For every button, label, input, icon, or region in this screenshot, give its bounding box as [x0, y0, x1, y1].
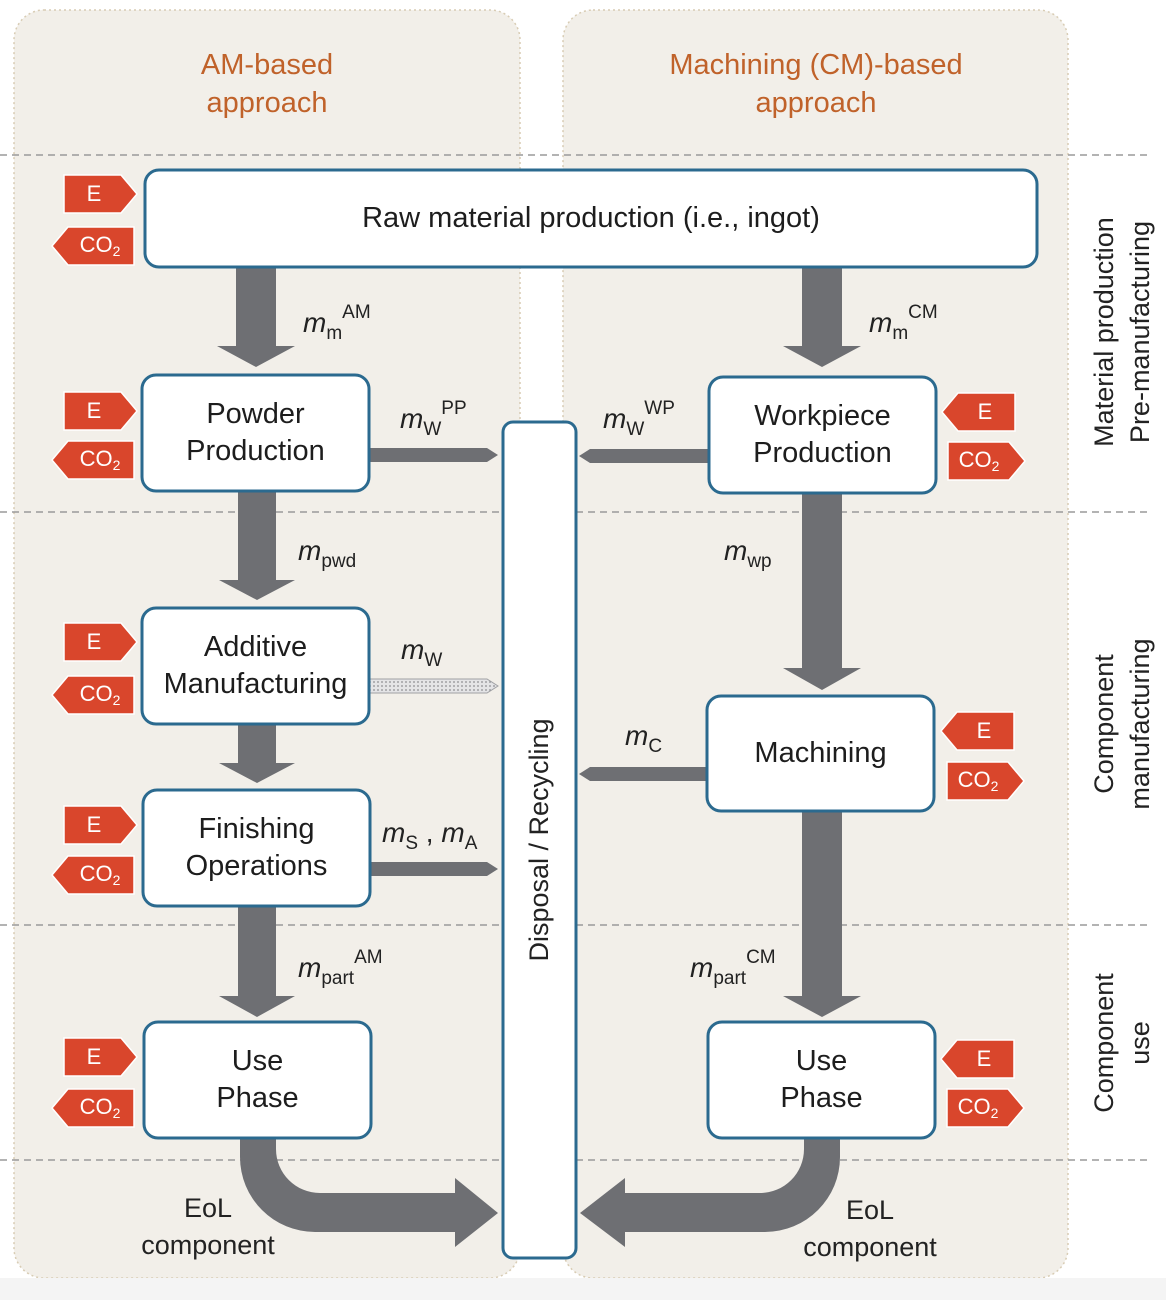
mass-flow-m-w: mW [401, 634, 443, 671]
mass-flow-m-wp: mwp [724, 535, 772, 572]
phase-label-material: Material production Pre-manufacturing [1089, 217, 1155, 447]
raw-material-box [143, 168, 1039, 269]
energy-tag-use-am [63, 1037, 138, 1077]
co2-label-use-am: CO2 [79, 1094, 121, 1121]
energy-label-use-cm: E [976, 1046, 992, 1071]
arrow-raw-to-powder [217, 266, 295, 367]
machining-label: Machining [754, 737, 887, 769]
co2-tag-finishing [51, 855, 135, 895]
arrow-workpiece-waste [579, 449, 708, 463]
eol-cm-label: EoL component [803, 1195, 937, 1262]
energy-label-powder: E [86, 398, 102, 423]
disposal-recycling-box [501, 420, 578, 1260]
workpiece-production-label: Workpiece Production [753, 400, 892, 469]
co2-tag-machining [946, 761, 1025, 801]
arrow-raw-to-workpiece [783, 266, 861, 367]
energy-label-workpiece: E [977, 399, 993, 424]
eol-am-label: EoL component [141, 1193, 275, 1260]
energy-tag-workpiece [941, 392, 1016, 432]
co2-label-raw: CO2 [79, 232, 121, 259]
workpiece-production-box [707, 375, 938, 495]
co2-tag-additive [51, 675, 135, 715]
mass-flow-m-part-cm: mpartCM [690, 947, 776, 989]
use-phase-am-box [142, 1020, 373, 1140]
additive-manufacturing-label: Additive Manufacturing [163, 631, 348, 700]
mass-flow-m-part-am: mpartAM [298, 947, 383, 989]
phase-label-component-use: Component use [1089, 973, 1155, 1113]
arrow-workpiece-to-machining [783, 493, 861, 690]
mass-flow-m-m-am: mmAM [303, 302, 371, 344]
energy-label-machining: E [976, 718, 992, 743]
energy-tag-raw [63, 174, 138, 214]
arrow-eol-am [240, 1137, 498, 1247]
mass-flow-m-w-wp: mWWP [603, 398, 675, 440]
finishing-operations-label: Finishing Operations [185, 813, 328, 882]
energy-tag-machining [940, 711, 1015, 751]
co2-tag-use-cm [946, 1088, 1025, 1128]
co2-label-machining: CO2 [957, 767, 999, 794]
energy-tag-finishing [63, 805, 138, 845]
energy-tag-use-cm [940, 1039, 1015, 1079]
am-column-title: AM-based approach [200, 49, 334, 119]
powder-production-label: Powder Production [186, 398, 325, 467]
co2-tag-powder [51, 440, 135, 480]
energy-label-finishing: E [86, 812, 102, 837]
arrow-eol-cm [580, 1137, 840, 1247]
co2-tag-use-am [51, 1088, 135, 1128]
disposal-recycling-label: Disposal / Recycling [524, 718, 554, 962]
co2-label-additive: CO2 [79, 681, 121, 708]
cm-column-title: Machining (CM)-based approach [669, 49, 963, 119]
raw-material-label: Raw material production (i.e., ingot) [362, 202, 820, 234]
additive-manufacturing-box [140, 606, 371, 726]
co2-tag-raw [51, 226, 135, 266]
mass-flow-m-c: mC [625, 720, 663, 757]
co2-label-workpiece: CO2 [958, 447, 1000, 474]
use-phase-am-label: Use Phase [216, 1045, 299, 1114]
arrow-additive-waste [369, 678, 499, 694]
phase-label-component-manufacturing: Component manufacturing [1089, 638, 1155, 810]
arrow-machining-to-use [783, 811, 861, 1017]
mass-flow-m-m-cm: mmCM [869, 302, 938, 344]
machining-box [705, 694, 936, 813]
mass-flow-m-w-pp: mWPP [400, 398, 467, 440]
use-phase-cm-label: Use Phase [780, 1045, 863, 1114]
finishing-operations-box [141, 788, 372, 908]
arrow-powder-to-additive [219, 491, 295, 600]
co2-label-powder: CO2 [79, 446, 121, 473]
energy-tag-additive [63, 622, 138, 662]
co2-label-use-cm: CO2 [957, 1094, 999, 1121]
energy-label-use-am: E [86, 1044, 102, 1069]
energy-tag-powder [63, 391, 138, 431]
arrow-finishing-to-use [219, 905, 295, 1017]
arrow-powder-waste [370, 448, 498, 462]
use-phase-cm-box [706, 1020, 937, 1140]
mass-flow-m-pwd: mpwd [298, 535, 357, 572]
energy-label-additive: E [86, 629, 102, 654]
co2-label-finishing: CO2 [79, 861, 121, 888]
powder-production-box [140, 373, 371, 493]
arrow-additive-to-finishing [219, 724, 295, 783]
arrow-machining-waste [579, 767, 706, 781]
arrow-finishing-waste [370, 862, 498, 876]
co2-tag-workpiece [947, 441, 1026, 481]
mass-flow-m-s-a: mS , mA [382, 817, 478, 854]
energy-label-raw: E [86, 181, 102, 206]
